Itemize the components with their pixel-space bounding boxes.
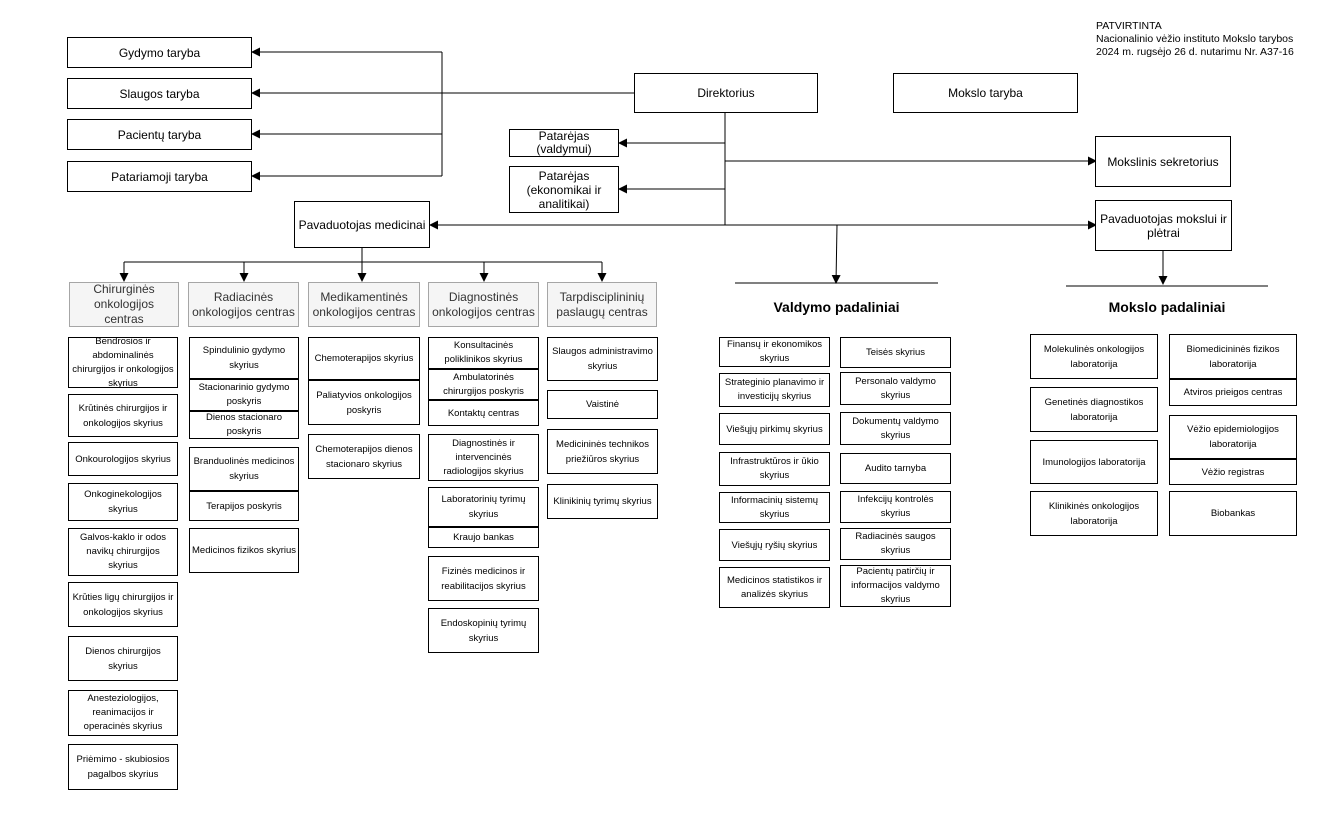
- management-title: Valdymo padaliniai: [773, 299, 900, 315]
- sci-left-3: Imunologijos laboratorija: [1030, 440, 1158, 484]
- unit-diagnostic-6: Kraujo bankas: [428, 527, 539, 548]
- approval-line-1: PATVIRTINTA: [1096, 20, 1162, 32]
- approval-line-2: Nacionalinio vėžio instituto Mokslo tary…: [1096, 33, 1294, 45]
- mgmt-right-5: Infekcijų kontrolės skyrius: [840, 491, 951, 523]
- mgmt-left-5: Informacinių sistemų skyrius: [719, 492, 830, 523]
- unit-diagnostic-1: Konsultacinės poliklinikos skyrius: [428, 337, 539, 369]
- unit-surgical-5: Galvos-kaklo ir odos navikų chirurgijos …: [68, 528, 178, 576]
- unit-surgical-9: Priėmimo - skubiosios pagalbos skyrius: [68, 744, 178, 790]
- unit-diagnostic-5: Laboratorinių tyrimų skyrius: [428, 487, 539, 527]
- council-advisory-box: Patariamoji taryba: [67, 161, 252, 192]
- advisor-management-box: Patarėjas (valdymui): [509, 129, 619, 157]
- approval-note: PATVIRTINTA Nacionalinio vėžio instituto…: [1096, 20, 1294, 59]
- mgmt-right-4: Audito tarnyba: [840, 453, 951, 484]
- unit-radiation-1: Spindulinio gydymo skyrius: [189, 337, 299, 379]
- advisor-economics-box: Patarėjas (ekonomikai ir analitikai): [509, 166, 619, 213]
- sci-right-1: Biomedicininės fizikos laboratorija: [1169, 334, 1297, 379]
- sci-left-4: Klinikinės onkologijos laboratorija: [1030, 491, 1158, 536]
- unit-surgical-2: Krūtinės chirurgijos ir onkologijos skyr…: [68, 394, 178, 437]
- unit-radiation-5: Terapijos poskyris: [189, 491, 299, 521]
- mgmt-left-1: Finansų ir ekonomikos skyrius: [719, 337, 830, 367]
- unit-diagnostic-8: Endoskopinių tyrimų skyrius: [428, 608, 539, 653]
- sci-right-4: Vėžio registras: [1169, 459, 1297, 485]
- mgmt-right-3: Dokumentų valdymo skyrius: [840, 412, 951, 445]
- council-nursing-box: Slaugos taryba: [67, 78, 252, 109]
- unit-surgical-8: Anesteziologijos, reanimacijos ir operac…: [68, 690, 178, 736]
- center-medical-header: Medikamentinės onkologijos centras: [308, 282, 420, 327]
- mgmt-right-6: Radiacinės saugos skyrius: [840, 528, 951, 560]
- unit-surgical-6: Krūties ligų chirurgijos ir onkologijos …: [68, 582, 178, 627]
- mgmt-left-4: Infrastruktūros ir ūkio skyrius: [719, 452, 830, 486]
- sci-left-1: Molekulinės onkologijos laboratorija: [1030, 334, 1158, 379]
- unit-medical-3: Chemoterapijos dienos stacionaro skyrius: [308, 434, 420, 479]
- mgmt-right-1: Teisės skyrius: [840, 337, 951, 368]
- unit-interdisciplinary-3: Medicininės technikos priežiūros skyrius: [547, 429, 658, 474]
- approval-line-3: 2024 m. rugsėjo 26 d. nutarimu Nr. A37-1…: [1096, 46, 1294, 58]
- center-diagnostic-header: Diagnostinės onkologijos centras: [428, 282, 539, 327]
- mgmt-right-2: Personalo valdymo skyrius: [840, 372, 951, 405]
- science-title: Mokslo padaliniai: [1108, 299, 1226, 315]
- center-radiation-header: Radiacinės onkologijos centras: [188, 282, 299, 327]
- unit-surgical-3: Onkourologijos skyrius: [68, 442, 178, 476]
- scientific-secretary-box: Mokslinis sekretorius: [1095, 136, 1231, 187]
- unit-radiation-4: Branduolinės medicinos skyrius: [189, 447, 299, 491]
- unit-medical-1: Chemoterapijos skyrius: [308, 337, 420, 380]
- unit-radiation-6: Medicinos fizikos skyrius: [189, 528, 299, 573]
- council-treatment-box: Gydymo taryba: [67, 37, 252, 68]
- unit-surgical-1: Bendrosios ir abdominalinės chirurgijos …: [68, 337, 178, 388]
- unit-interdisciplinary-4: Klinikinių tyrimų skyrius: [547, 484, 658, 519]
- unit-interdisciplinary-2: Vaistinė: [547, 390, 658, 419]
- mgmt-left-3: Viešųjų pirkimų skyrius: [719, 413, 830, 445]
- deputy-medical-box: Pavaduotojas medicinai: [294, 201, 430, 248]
- mgmt-right-7: Pacientų patirčių ir informacijos valdym…: [840, 565, 951, 607]
- council-patients-box: Pacientų taryba: [67, 119, 252, 150]
- center-surgical-header: Chirurginės onkologijos centras: [69, 282, 179, 327]
- unit-radiation-3: Dienos stacionaro poskyris: [189, 411, 299, 439]
- mgmt-left-7: Medicinos statistikos ir analizės skyriu…: [719, 567, 830, 608]
- sci-right-5: Biobankas: [1169, 491, 1297, 536]
- unit-interdisciplinary-1: Slaugos administravimo skyrius: [547, 337, 658, 381]
- sci-right-2: Atviros prieigos centras: [1169, 379, 1297, 406]
- deputy-science-box: Pavaduotojas mokslui ir plėtrai: [1095, 200, 1232, 251]
- unit-diagnostic-7: Fizinės medicinos ir reabilitacijos skyr…: [428, 556, 539, 601]
- unit-medical-2: Paliatyvios onkologijos poskyris: [308, 380, 420, 425]
- unit-diagnostic-4: Diagnostinės ir intervencinės radiologij…: [428, 434, 539, 481]
- unit-surgical-4: Onkoginekologijos skyrius: [68, 483, 178, 521]
- mgmt-left-2: Strateginio planavimo ir investicijų sky…: [719, 373, 830, 407]
- mgmt-left-6: Viešųjų ryšių skyrius: [719, 529, 830, 561]
- center-interdisciplinary-header: Tarpdisciplininių paslaugų centras: [547, 282, 657, 327]
- unit-surgical-7: Dienos chirurgijos skyrius: [68, 636, 178, 681]
- sci-left-2: Genetinės diagnostikos laboratorija: [1030, 387, 1158, 432]
- unit-diagnostic-2: Ambulatorinės chirurgijos poskyris: [428, 369, 539, 400]
- science-council-box: Mokslo taryba: [893, 73, 1078, 113]
- sci-right-3: Vėžio epidemiologijos laboratorija: [1169, 415, 1297, 459]
- unit-diagnostic-3: Kontaktų centras: [428, 400, 539, 426]
- unit-radiation-2: Stacionarinio gydymo poskyris: [189, 379, 299, 411]
- director-box: Direktorius: [634, 73, 818, 113]
